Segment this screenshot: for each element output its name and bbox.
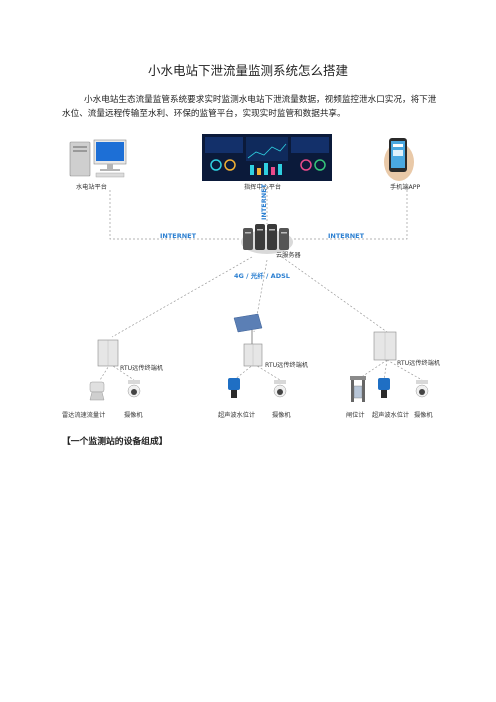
- ultrasonic-level-meter-icon: [378, 378, 390, 398]
- label-ultrasonic-1: 超声波水位计: [218, 412, 256, 419]
- rtu-cabinet-icon: [97, 339, 119, 367]
- label-mobile-app: 手机端APP: [390, 184, 421, 191]
- label-camera-2: 摄像机: [272, 412, 291, 419]
- label-radar-flowmeter: 雷达流速流量计: [62, 412, 106, 419]
- mobile-phone-icon: [384, 138, 414, 181]
- label-rtu-1: RTU远传终端机: [120, 365, 164, 372]
- label-camera-3: 摄像机: [414, 412, 433, 419]
- dashboard-screen-icon: [202, 134, 332, 181]
- label-command-center: 指挥中心平台: [244, 184, 282, 191]
- section-caption: 【一个监测站的设备组成】: [62, 437, 168, 447]
- diagram-lines: [69, 134, 429, 402]
- solar-rtu-cabinet-icon: [233, 313, 263, 367]
- label-gate-meter: 闸位计: [346, 412, 365, 419]
- label-rtu-3: RTU远传终端机: [397, 360, 441, 367]
- label-cloud-server: 云服务器: [276, 252, 301, 259]
- radar-flowmeter-icon: [89, 381, 105, 401]
- label-rtu-2: RTU远传终端机: [265, 362, 309, 369]
- rtu-cabinet-icon: [373, 331, 397, 361]
- system-architecture-diagram: 水电站平台 指挥中心平台 手机端APP INTERNET INTERNET IN…: [62, 132, 442, 432]
- cloud-server-icon: [241, 224, 293, 254]
- dome-camera-icon: [127, 380, 141, 398]
- gate-position-meter-icon: [350, 376, 366, 402]
- dome-camera-icon: [273, 380, 287, 398]
- label-hydropower-platform: 水电站平台: [76, 184, 107, 191]
- label-camera-1: 摄像机: [124, 412, 143, 419]
- ultrasonic-level-meter-icon: [228, 378, 240, 398]
- label-internet-vertical: INTERNET: [260, 183, 269, 221]
- page-title: 小水电站下泄流量监测系统怎么搭建: [147, 63, 348, 78]
- label-network-types: 4G / 光纤 / ADSL: [234, 272, 290, 280]
- intro-paragraph: 小水电站生态流量监管系统要求实时监测水电站下泄流量数据，视频监控泄水口实况，将下…: [62, 95, 437, 119]
- dome-camera-icon: [415, 380, 429, 398]
- label-ultrasonic-2: 超声波水位计: [372, 412, 410, 419]
- label-internet-left: INTERNET: [160, 232, 197, 240]
- label-internet-right: INTERNET: [328, 232, 365, 240]
- desktop-computer-icon: [69, 139, 127, 178]
